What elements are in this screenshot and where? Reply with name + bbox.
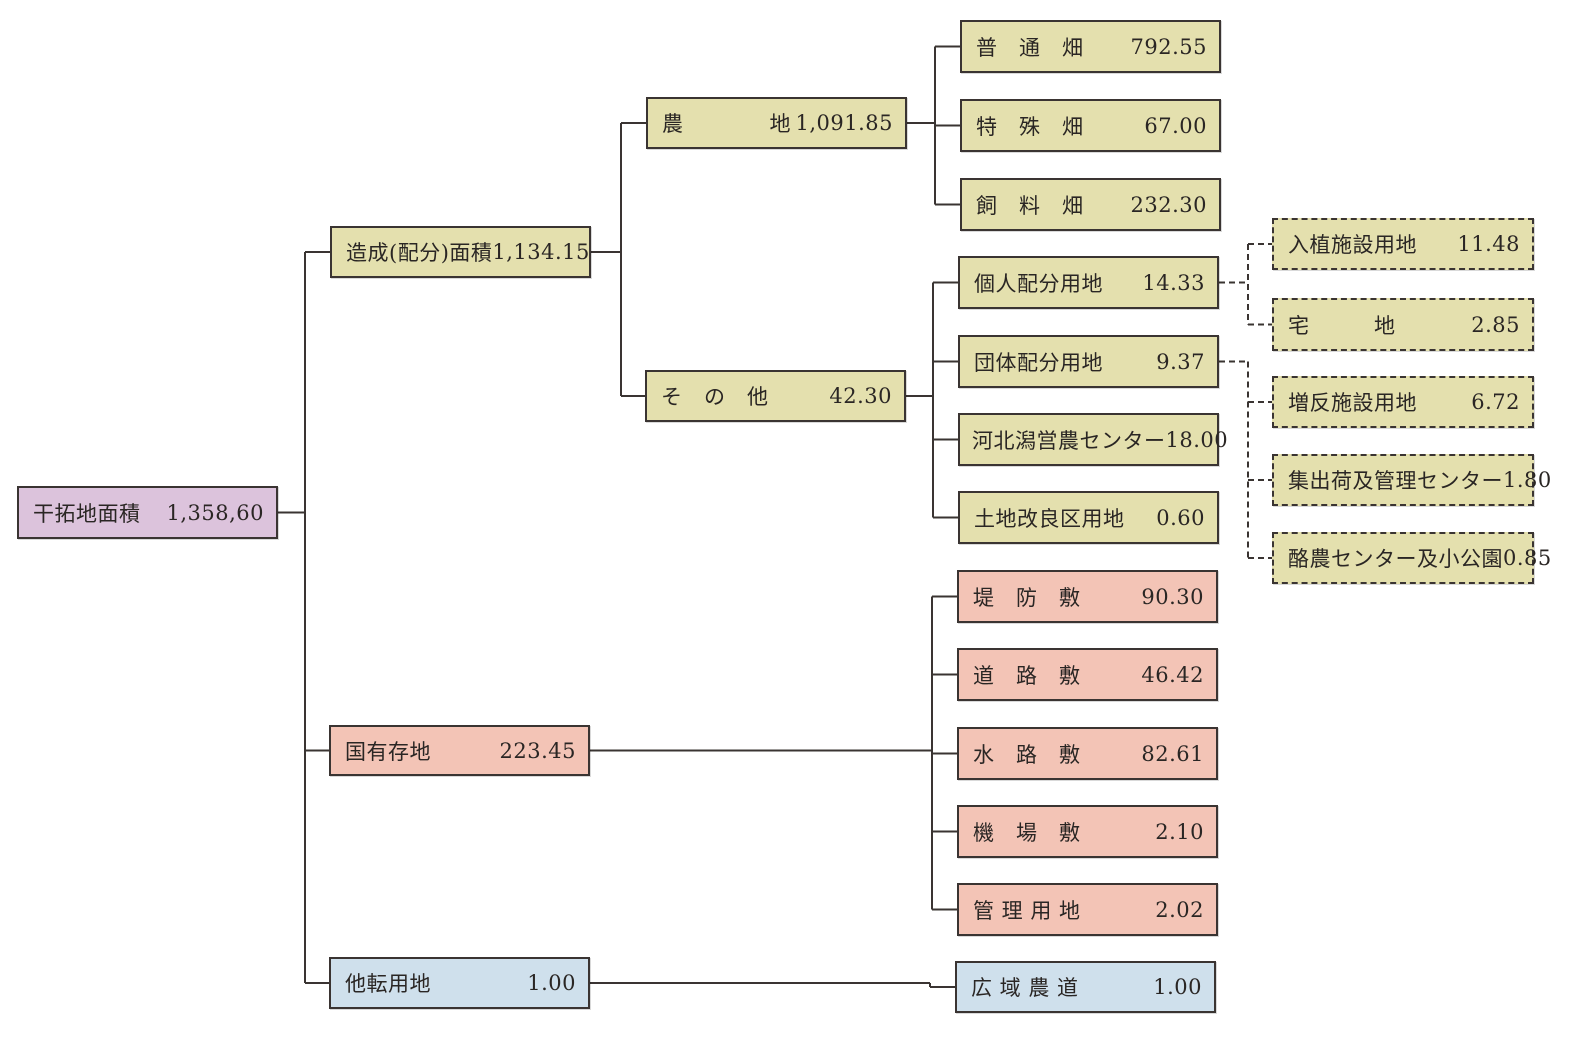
node-value: 6.72 (1471, 390, 1520, 414)
node-residential-land: 宅 地 2.85 (1272, 298, 1534, 351)
node-pump-station-site: 機 場 敷 2.10 (957, 805, 1218, 858)
node-label: 農 地 (662, 112, 791, 136)
node-label: 飼 料 畑 (976, 193, 1084, 218)
node-label: 機 場 敷 (973, 820, 1081, 845)
node-value: 792.55 (1130, 34, 1207, 59)
node-feed-field: 飼 料 畑 232.30 (960, 178, 1221, 231)
node-created-allocated-area: 造成(配分)面積 1,134.15 (330, 226, 591, 278)
node-label: 広 域 農 道 (971, 976, 1079, 1000)
node-value: 82.61 (1141, 741, 1204, 766)
node-value: 1.00 (527, 971, 576, 995)
node-label: 道 路 敷 (973, 663, 1081, 688)
node-label: 集出荷及管理センター (1288, 469, 1503, 493)
node-label: 酪農センター及小公園 (1288, 547, 1503, 571)
node-embankment-site: 堤 防 敷 90.30 (957, 570, 1218, 623)
node-label: 河北潟営農センター (972, 428, 1166, 453)
node-label: 水 路 敷 (973, 742, 1081, 767)
node-value: 223.45 (499, 738, 576, 763)
node-value: 42.30 (829, 384, 892, 408)
node-label: 管 理 用 地 (973, 898, 1081, 923)
node-label: 堤 防 敷 (973, 585, 1081, 610)
node-value: 2.02 (1155, 897, 1204, 922)
node-value: 1.80 (1503, 468, 1552, 492)
node-farmland: 農 地 1,091.85 (646, 97, 907, 149)
node-value: 0.85 (1503, 546, 1552, 570)
node-label: 団体配分用地 (974, 350, 1103, 375)
node-dairy-center-small-park: 酪農センター及小公園 0.85 (1272, 532, 1551, 584)
node-value: 1,091.85 (795, 111, 893, 135)
node-ordinary-field: 普 通 畑 792.55 (960, 20, 1221, 73)
node-value: 11.48 (1457, 232, 1520, 256)
node-value: 46.42 (1141, 662, 1204, 687)
node-label: そ の 他 (661, 385, 769, 409)
node-settlement-facility-land: 入植施設用地 11.48 (1272, 218, 1534, 270)
node-kahokugata-farming-center: 河北潟営農センター 18.00 (958, 413, 1228, 466)
node-expansion-facility-land: 増反施設用地 6.72 (1272, 376, 1534, 428)
node-special-field: 特 殊 畑 67.00 (960, 99, 1221, 152)
node-group-allocation-land: 団体配分用地 9.37 (958, 335, 1219, 388)
node-national-land: 国有存地 223.45 (329, 725, 590, 776)
node-land-improvement-district-land: 土地改良区用地 0.60 (958, 491, 1219, 544)
node-label: 特 殊 畑 (976, 114, 1084, 139)
node-label: 入植施設用地 (1288, 233, 1417, 257)
node-value: 1,358,60 (166, 500, 264, 525)
node-value: 9.37 (1156, 349, 1205, 374)
node-value: 14.33 (1142, 270, 1205, 295)
node-label: 造成(配分)面積 (346, 241, 493, 265)
node-label: 増反施設用地 (1288, 391, 1417, 415)
node-value: 90.30 (1141, 584, 1204, 609)
node-wide-area-farm-road: 広 域 農 道 1.00 (955, 961, 1216, 1013)
node-value: 18.00 (1165, 427, 1229, 452)
node-value: 232.30 (1130, 192, 1207, 217)
node-diverted-land: 他転用地 1.00 (329, 957, 590, 1009)
node-shipping-management-center: 集出荷及管理センター 1.80 (1272, 454, 1551, 506)
node-label: 干拓地面積 (33, 501, 141, 526)
node-waterway-site: 水 路 敷 82.61 (957, 727, 1218, 780)
node-label: 他転用地 (345, 972, 431, 996)
node-label: 国有存地 (345, 739, 431, 764)
node-label: 宅 地 (1288, 313, 1396, 338)
node-management-land: 管 理 用 地 2.02 (957, 883, 1218, 936)
node-reclaimed-land-area: 干拓地面積 1,358,60 (17, 486, 278, 539)
node-road-site: 道 路 敷 46.42 (957, 648, 1218, 701)
node-individual-allocation-land: 個人配分用地 14.33 (958, 256, 1219, 309)
node-label: 普 通 畑 (976, 35, 1084, 60)
node-other: そ の 他 42.30 (645, 370, 906, 422)
node-value: 67.00 (1144, 113, 1207, 138)
node-value: 0.60 (1156, 505, 1205, 530)
node-label: 土地改良区用地 (974, 506, 1125, 531)
node-label: 個人配分用地 (974, 271, 1103, 296)
node-value: 1.00 (1153, 975, 1202, 999)
node-value: 2.10 (1155, 819, 1204, 844)
node-value: 1,134.15 (492, 240, 590, 264)
node-value: 2.85 (1471, 312, 1520, 337)
